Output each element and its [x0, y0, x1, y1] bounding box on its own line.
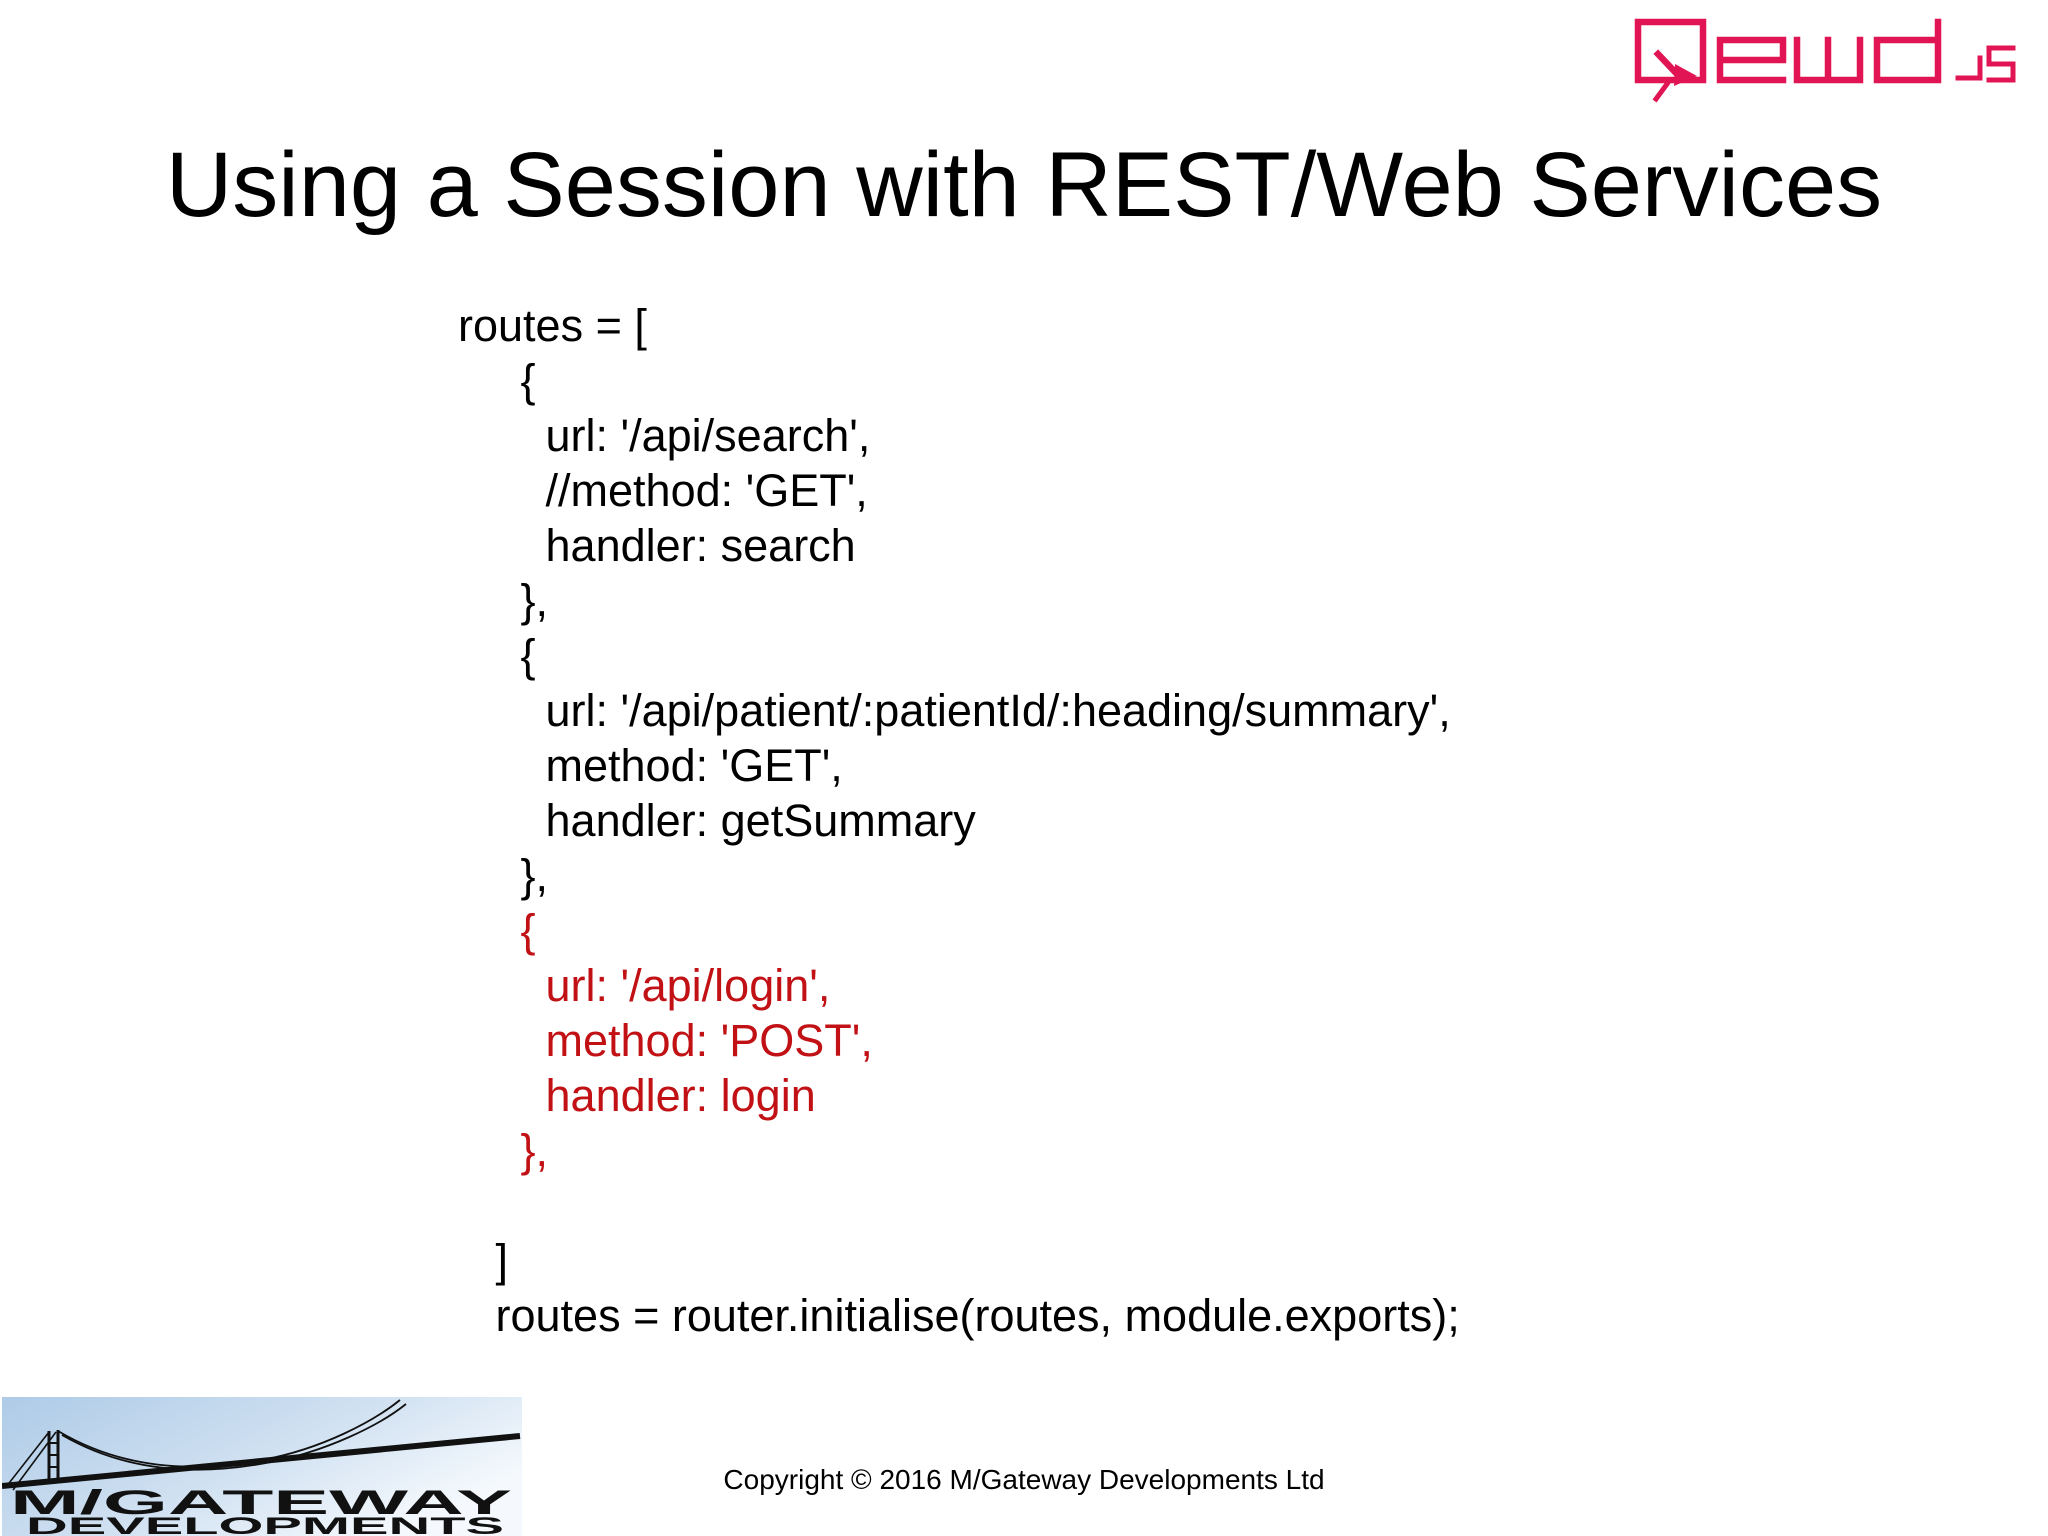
code-line: url: '/api/search',	[458, 410, 871, 461]
bridge-drawing	[2, 1399, 521, 1491]
code-line: routes = router.initialise(routes, modul…	[458, 1290, 1460, 1341]
qewd-w-glyph	[1793, 36, 1864, 84]
slide-title: Using a Session with REST/Web Services	[165, 134, 1883, 236]
code-line: handler: search	[458, 520, 856, 571]
bridge-cable	[5, 1431, 50, 1488]
code-line: method: 'GET',	[458, 740, 843, 791]
code-line: handler: login	[458, 1070, 816, 1121]
code-line: handler: getSummary	[458, 795, 976, 846]
code-line: },	[458, 850, 549, 901]
code-line: },	[458, 575, 549, 626]
code-line: method: 'POST',	[458, 1015, 873, 1066]
bridge-cable	[12, 1431, 57, 1491]
bridge-cable	[57, 1399, 401, 1468]
code-line: ]	[458, 1235, 509, 1286]
mgateway-logo: M/GATEWAY DEVELOPMENTS	[2, 1397, 522, 1536]
code-block: routes = [ { url: '/api/search', //metho…	[458, 298, 1460, 1343]
qewd-js-logo	[1634, 18, 2016, 103]
code-line: url: '/api/patient/:patientId/:heading/s…	[458, 685, 1451, 736]
code-line: {	[458, 355, 536, 406]
mgateway-logo-line1: M/GATEWAY	[10, 1484, 513, 1522]
code-line: routes = [	[458, 300, 647, 351]
qewd-arrow-tail	[1652, 80, 1671, 103]
qewd-j-glyph	[1955, 55, 1983, 81]
qewd-arrow-head	[1674, 64, 1697, 86]
code-line: {	[458, 630, 536, 681]
code-line	[458, 1178, 1460, 1233]
qewd-s-glyph	[1986, 45, 2016, 83]
copyright-text: Copyright © 2016 M/Gateway Developments …	[723, 1464, 1325, 1495]
code-line: {	[458, 905, 536, 956]
bridge-cable	[61, 1403, 407, 1471]
code-line: },	[458, 1125, 549, 1176]
mgateway-logo-background	[2, 1397, 522, 1536]
code-line: url: '/api/login',	[458, 960, 831, 1011]
qewd-arrow-shaft	[1653, 49, 1681, 78]
qewd-q-glyph	[1634, 18, 1707, 84]
qewd-e-glyph	[1716, 36, 1787, 84]
code-line: //method: 'GET',	[458, 465, 868, 516]
qewd-d-glyph	[1873, 18, 1942, 84]
